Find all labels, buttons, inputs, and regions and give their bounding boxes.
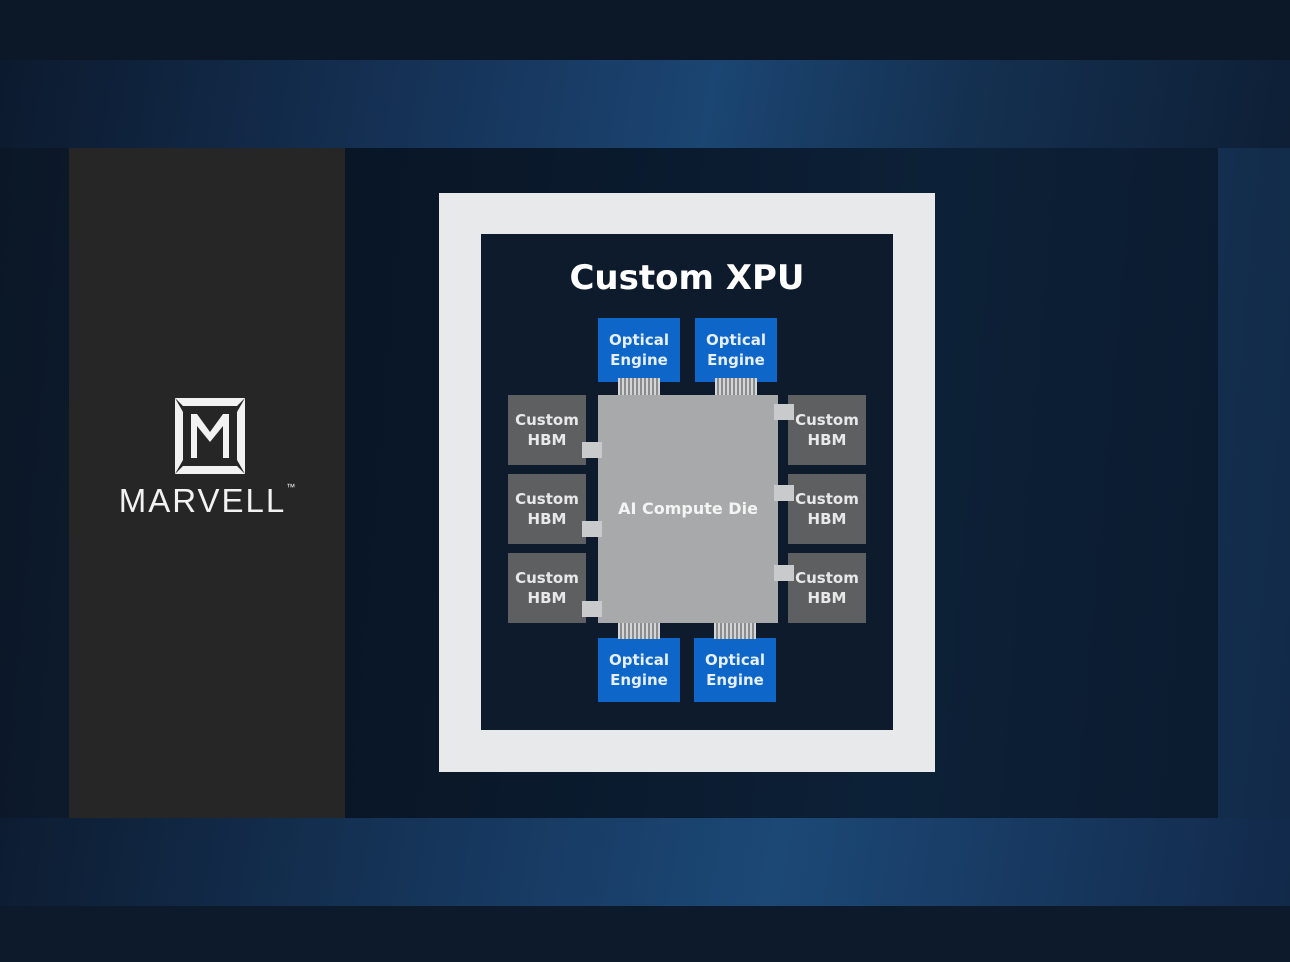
custom-hbm-label-line1: Custom bbox=[515, 490, 579, 508]
optical-engine-bottom-left: Optical Engine bbox=[598, 638, 680, 702]
optical-connector-bottom-right bbox=[714, 623, 756, 639]
optical-engine-label-line2: Engine bbox=[706, 671, 764, 689]
diagram-title: Custom XPU bbox=[569, 258, 805, 298]
background-band-lower bbox=[0, 818, 1290, 906]
ai-compute-die-label: AI Compute Die bbox=[618, 499, 758, 518]
custom-hbm-label-line2: HBM bbox=[807, 510, 847, 528]
hbm-interface-pad-right-1 bbox=[774, 404, 794, 420]
custom-hbm-left-3: Custom HBM bbox=[508, 553, 586, 623]
custom-hbm-label-line2: HBM bbox=[527, 431, 567, 449]
hbm-interface-pad-right-3 bbox=[774, 565, 794, 581]
custom-hbm-label-line2: HBM bbox=[807, 431, 847, 449]
optical-connector-top-right bbox=[715, 378, 757, 395]
optical-connector-top-left bbox=[618, 378, 660, 395]
trademark-symbol: ™ bbox=[286, 482, 296, 492]
optical-engine-label-line1: Optical bbox=[706, 331, 766, 349]
optical-engine-top-right: Optical Engine bbox=[695, 318, 777, 382]
hbm-interface-pad-left-1 bbox=[582, 442, 602, 458]
optical-engine-label-line2: Engine bbox=[610, 671, 668, 689]
background-band-upper bbox=[0, 60, 1290, 148]
brand-name-text: MARVELL bbox=[118, 482, 287, 519]
custom-hbm-left-1: Custom HBM bbox=[508, 395, 586, 465]
optical-engine-label-line1: Optical bbox=[705, 651, 765, 669]
optical-engine-label-line1: Optical bbox=[609, 331, 669, 349]
optical-engine-label-line2: Engine bbox=[707, 351, 765, 369]
custom-hbm-right-3: Custom HBM bbox=[788, 553, 866, 623]
custom-hbm-label-line2: HBM bbox=[807, 589, 847, 607]
brand-panel: MARVELL™ bbox=[69, 148, 345, 818]
brand-name: MARVELL™ bbox=[69, 482, 345, 520]
hbm-interface-pad-right-2 bbox=[774, 485, 794, 501]
custom-hbm-label-line2: HBM bbox=[527, 510, 567, 528]
custom-hbm-label-line1: Custom bbox=[795, 490, 859, 508]
custom-hbm-right-2: Custom HBM bbox=[788, 474, 866, 544]
background-top bbox=[0, 0, 1290, 60]
hbm-interface-pad-left-3 bbox=[582, 601, 602, 617]
custom-hbm-label-line1: Custom bbox=[795, 411, 859, 429]
ai-compute-die: AI Compute Die bbox=[598, 395, 778, 623]
custom-hbm-label-line1: Custom bbox=[795, 569, 859, 587]
marvell-logo-icon bbox=[171, 398, 249, 474]
optical-engine-top-left: Optical Engine bbox=[598, 318, 680, 382]
optical-engine-label-line1: Optical bbox=[609, 651, 669, 669]
custom-hbm-label-line2: HBM bbox=[527, 589, 567, 607]
custom-hbm-right-1: Custom HBM bbox=[788, 395, 866, 465]
background-bottom bbox=[0, 906, 1290, 962]
optical-engine-label-line2: Engine bbox=[610, 351, 668, 369]
custom-hbm-left-2: Custom HBM bbox=[508, 474, 586, 544]
optical-connector-bottom-left bbox=[618, 623, 660, 639]
hbm-interface-pad-left-2 bbox=[582, 521, 602, 537]
custom-hbm-label-line1: Custom bbox=[515, 411, 579, 429]
custom-hbm-label-line1: Custom bbox=[515, 569, 579, 587]
optical-engine-bottom-right: Optical Engine bbox=[694, 638, 776, 702]
